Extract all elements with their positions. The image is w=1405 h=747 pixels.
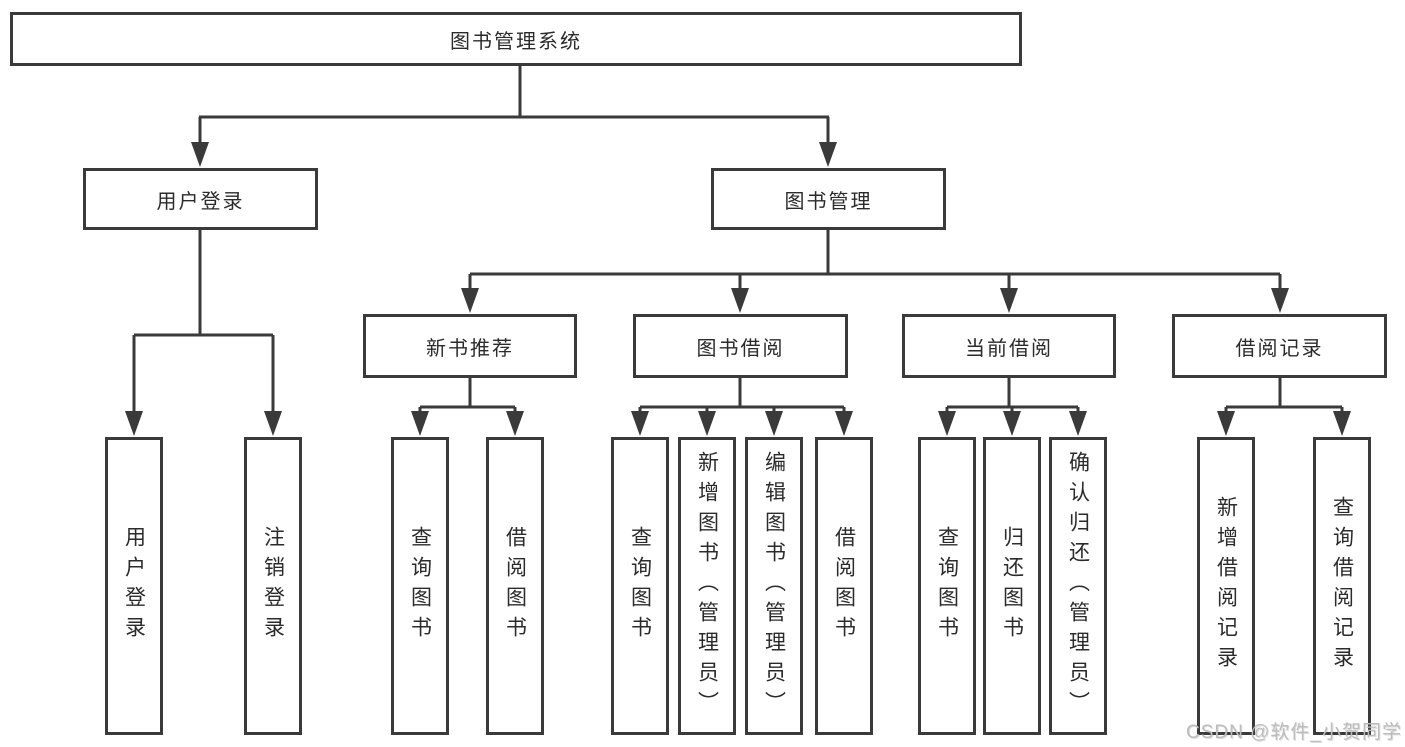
node-label: 注销登录 — [261, 526, 285, 646]
connector-book-management — [461, 230, 1289, 313]
node-label: 归还图书 — [1000, 526, 1024, 646]
leaf-add-borrow-record: 新增借阅记录 — [1197, 437, 1255, 735]
leaf-borrow-query-books: 查询图书 — [611, 437, 669, 735]
node-label: 借阅图书 — [503, 526, 527, 646]
node-book-borrow: 图书借阅 — [633, 314, 848, 378]
leaf-add-books-admin: 新增图书（管理员） — [678, 437, 736, 735]
node-label: 查询借阅记录 — [1330, 496, 1354, 676]
node-label: 新增借阅记录 — [1214, 496, 1238, 676]
leaf-logout: 注销登录 — [244, 437, 302, 735]
node-label: 查询图书 — [408, 526, 432, 646]
node-borrow-records: 借阅记录 — [1172, 314, 1387, 378]
leaf-return-books: 归还图书 — [983, 437, 1041, 735]
leaf-new-book-borrow-books: 借阅图书 — [486, 437, 544, 735]
node-book-management: 图书管理 — [711, 168, 946, 230]
leaf-current-query-books: 查询图书 — [918, 437, 976, 735]
node-new-book-recommend: 新书推荐 — [363, 314, 577, 378]
node-label: 查询图书 — [935, 526, 959, 646]
leaf-borrow-books: 借阅图书 — [815, 437, 873, 735]
leaf-user-login: 用户登录 — [105, 437, 163, 735]
node-user-login: 用户登录 — [83, 168, 318, 230]
node-label: 确认归还（管理员） — [1066, 451, 1090, 721]
node-label: 图书管理 — [784, 190, 873, 213]
node-label: 用户登录 — [156, 190, 245, 213]
node-label: 编辑图书（管理员） — [762, 451, 786, 721]
connector-current-borrow — [938, 378, 1087, 436]
connector-root — [191, 66, 837, 167]
connector-book-borrow — [631, 378, 853, 436]
node-root-library-management-system: 图书管理系统 — [10, 12, 1022, 66]
node-label: 图书借阅 — [696, 337, 785, 360]
connector-user-login — [125, 230, 282, 436]
node-label: 查询图书 — [628, 526, 652, 646]
connector-borrow-records — [1217, 378, 1351, 436]
node-label: 图书管理系统 — [450, 30, 582, 53]
node-label: 借阅图书 — [832, 526, 856, 646]
node-label: 新书推荐 — [426, 337, 514, 360]
leaf-confirm-return-admin: 确认归还（管理员） — [1049, 437, 1107, 735]
csdn-watermark: CSDN @软件_小贺同学 — [1186, 722, 1402, 743]
leaf-edit-books-admin: 编辑图书（管理员） — [745, 437, 803, 735]
node-label: 新增图书（管理员） — [695, 451, 719, 721]
node-label: 借阅记录 — [1235, 337, 1324, 360]
leaf-new-book-query-books: 查询图书 — [391, 437, 449, 735]
node-current-borrow: 当前借阅 — [902, 314, 1116, 378]
node-label: 当前借阅 — [965, 337, 1053, 360]
leaf-query-borrow-record: 查询借阅记录 — [1313, 437, 1371, 735]
connector-new-book-recommend — [411, 378, 524, 436]
node-label: 用户登录 — [122, 526, 146, 646]
